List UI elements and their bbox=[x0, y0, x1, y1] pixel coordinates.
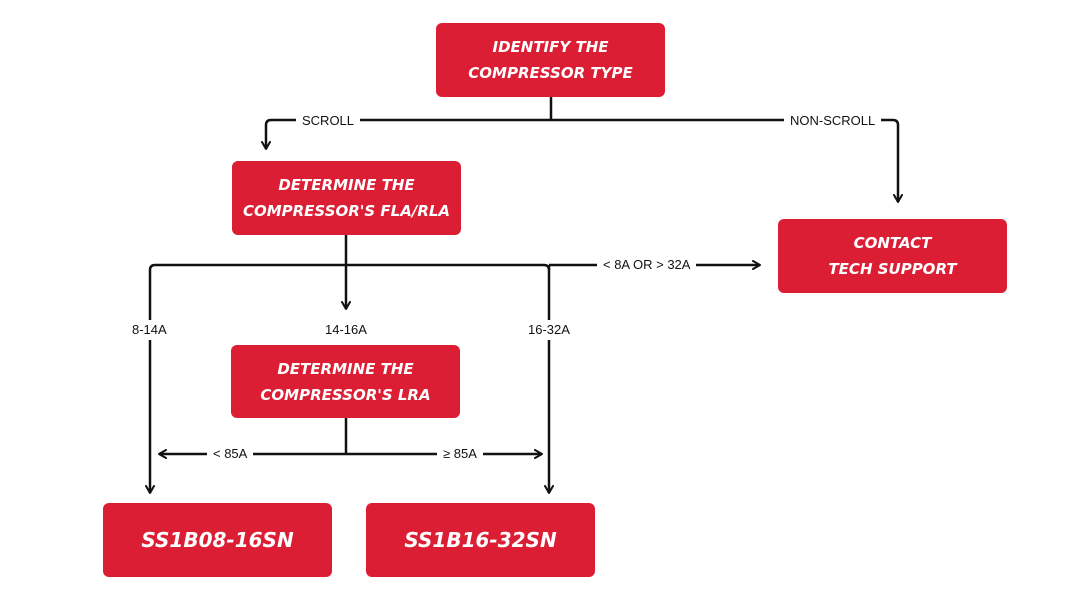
identify-line-1: IDENTIFY THE bbox=[492, 38, 609, 56]
edge-label-16-32a: 16-32A bbox=[525, 320, 573, 340]
lra-line-2: COMPRESSOR'S LRA bbox=[260, 385, 431, 404]
contact-tech-support-node: CONTACT TECH SUPPORT bbox=[778, 219, 1007, 293]
ss1b16-label: SS1B16-32SN bbox=[404, 528, 557, 552]
ss1b08-label: SS1B08-16SN bbox=[141, 528, 294, 552]
edge-label-scroll: SCROLL bbox=[296, 113, 361, 129]
determine-lra-node: DETERMINE THE COMPRESSOR'S LRA bbox=[231, 345, 460, 418]
determine-fla-rla-node: DETERMINE THE COMPRESSOR'S FLA/RLA bbox=[232, 161, 461, 235]
connector-8-14 bbox=[145, 263, 156, 494]
edge-label-14-16a: 14-16A bbox=[322, 320, 370, 340]
edge-label-out-of-range: < 8A OR > 32A bbox=[597, 257, 697, 273]
connector-scroll bbox=[261, 118, 551, 150]
tech-support-line-1: CONTACT bbox=[853, 234, 932, 252]
lra-line-1: DETERMINE THE bbox=[277, 359, 414, 378]
fla-rla-line-2: COMPRESSOR'S FLA/RLA bbox=[242, 202, 451, 220]
edge-label-non-scroll: NON-SCROLL bbox=[784, 113, 882, 129]
edge-label-8-14a: 8-14A bbox=[129, 320, 170, 340]
ss1b08-16sn-node: SS1B08-16SN bbox=[103, 503, 332, 577]
ss1b16-32sn-node: SS1B16-32SN bbox=[366, 503, 595, 577]
edge-label-lra-low: < 85A bbox=[207, 446, 254, 462]
connector-non-scroll bbox=[551, 118, 903, 203]
edge-label-lra-high: ≥ 85A bbox=[437, 446, 483, 462]
connector-bus bbox=[155, 263, 551, 271]
identify-compressor-type-node: IDENTIFY THE COMPRESSOR TYPE bbox=[436, 23, 665, 97]
fla-rla-line-1: DETERMINE THE bbox=[278, 176, 415, 194]
identify-line-2: COMPRESSOR TYPE bbox=[468, 64, 633, 82]
tech-support-line-2: TECH SUPPORT bbox=[828, 260, 957, 278]
